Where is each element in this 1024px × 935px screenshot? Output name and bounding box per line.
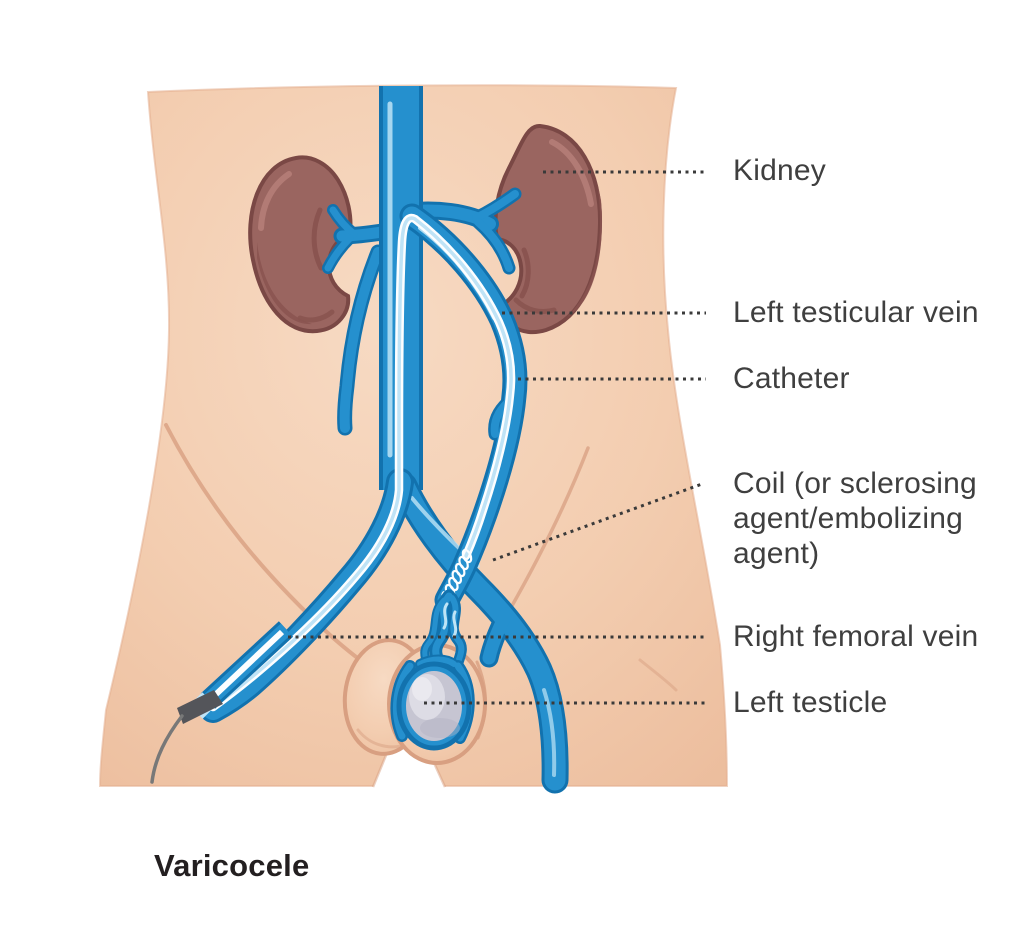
kidney-left-of-patient [493,124,603,335]
guidewire [150,714,184,784]
diagram-title: Varicocele [154,848,310,883]
label-kidney: Kidney [733,154,826,187]
kidney-right-of-viewer-left [248,155,353,334]
label-left-testicle: Left testicle [733,686,888,719]
label-catheter: Catheter [733,362,850,395]
leader-lines [288,170,706,705]
varicocele-veins [396,596,468,738]
label-left-testicular-vein: Left testicular vein [733,296,979,329]
left-testicle [396,661,472,751]
label-right-femoral-vein: Right femoral vein [733,620,979,653]
label-coil: Coil (or sclerosing agent/embolizing age… [733,467,977,570]
inferior-vena-cava [390,86,401,490]
access-needle [150,629,286,784]
